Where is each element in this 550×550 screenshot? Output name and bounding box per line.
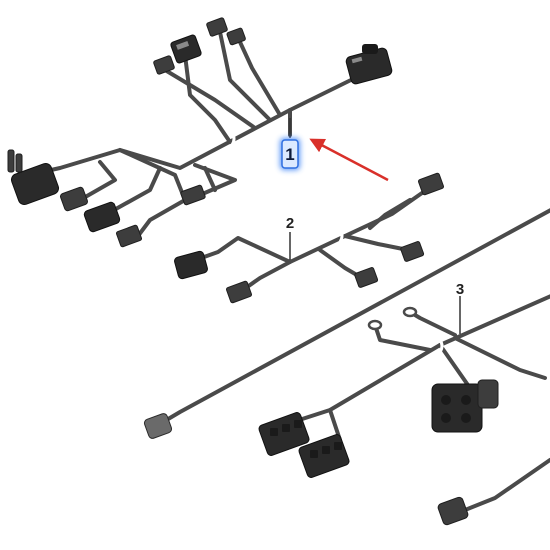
harness-3: 3 [143,208,550,526]
ring-terminal-2 [367,319,383,331]
label-1-box [281,139,299,169]
harness-2: 2 [174,172,445,304]
connector-top-large [170,34,202,64]
label-3: 3 [456,281,464,298]
connector-top-small-2 [206,17,246,46]
red-arrow-icon [309,138,389,182]
connector-3-pair-right [298,434,350,478]
connector-3-bottom-right [437,496,469,526]
connector-2-bottom [225,280,253,304]
connector-2-right-low [354,267,379,288]
label-2: 2 [286,215,294,232]
connector-left-2 [83,201,121,233]
connector-left-sensor [7,149,60,206]
harness-1: 1 [7,17,393,248]
connector-3-square [431,379,499,433]
connector-top-small-1 [153,55,175,75]
connector-left-3 [115,224,143,248]
connector-left-1 [59,186,89,212]
connector-2-right-mid [400,241,425,262]
connector-left-4 [180,184,206,206]
connector-3-pair-left [258,412,310,456]
label-1: 1 [285,145,294,164]
connector-2-right-top [417,172,445,196]
connector-2-left [174,250,208,280]
ring-terminal-1 [402,306,418,318]
connector-3-far-left [143,413,173,439]
connector-right-socket [345,44,393,85]
